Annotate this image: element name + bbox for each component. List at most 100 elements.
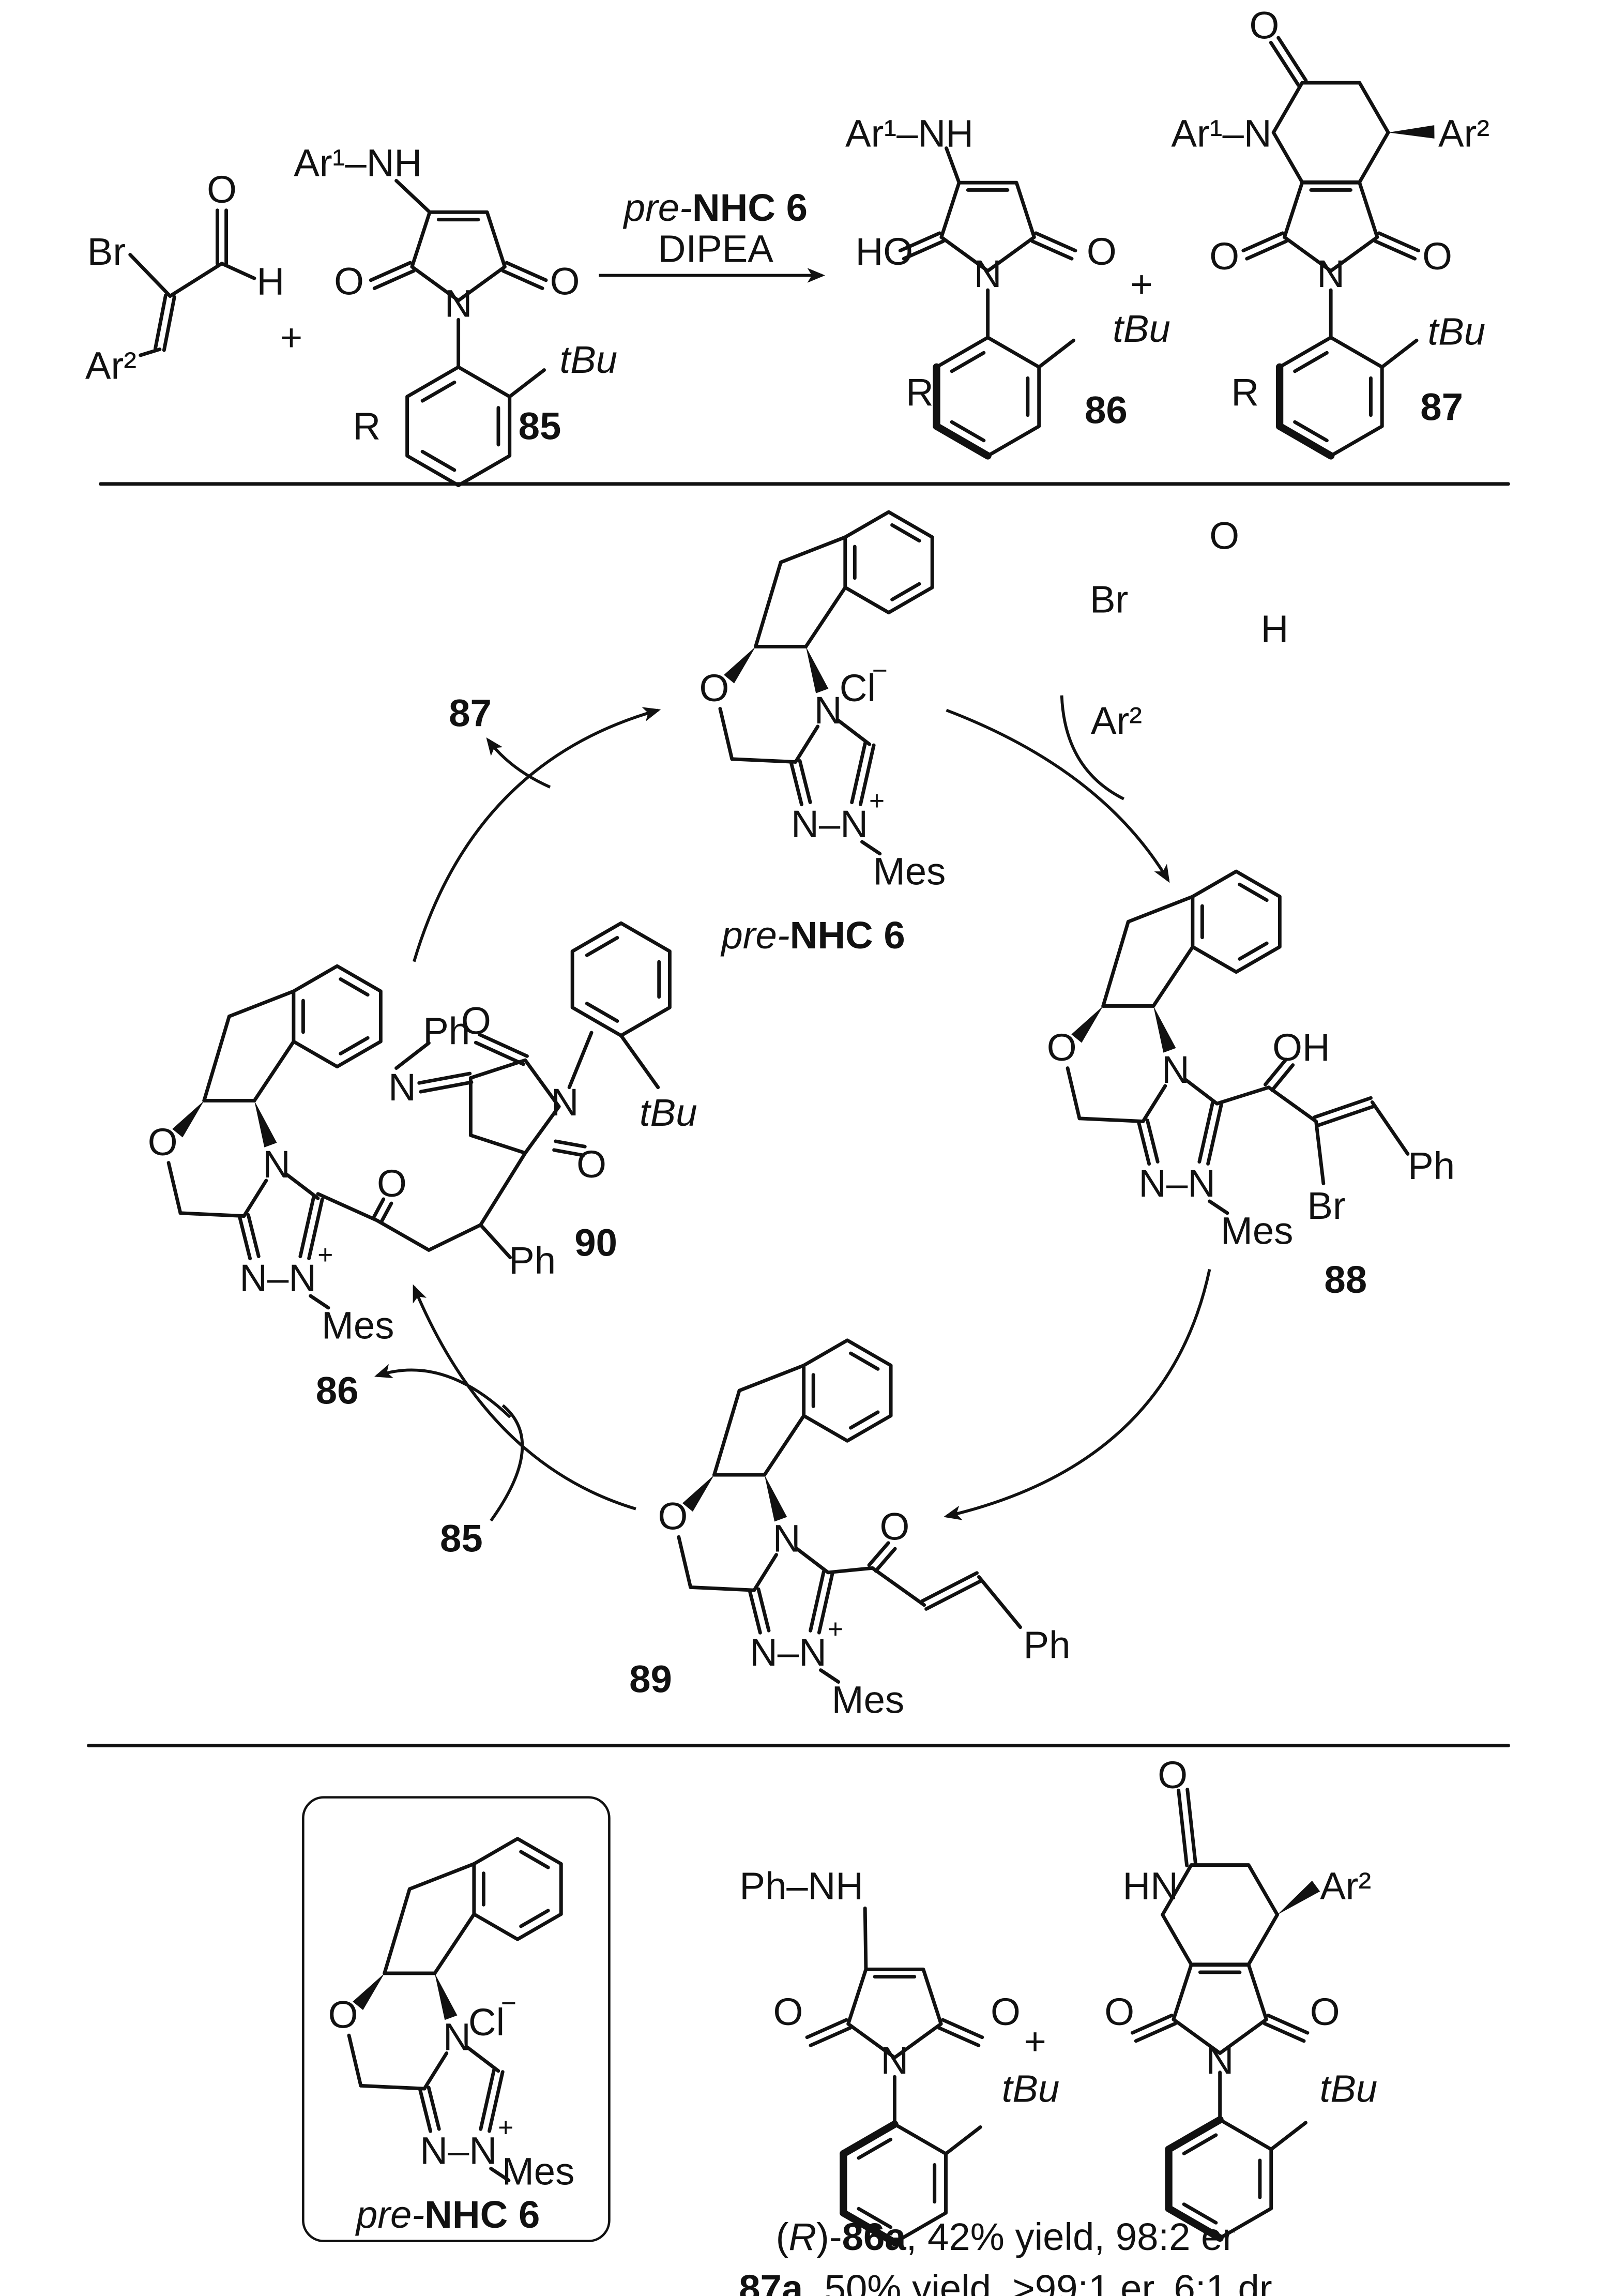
bond: [779, 535, 847, 564]
atom-label: O: [550, 260, 580, 303]
ring: [1271, 81, 1390, 184]
atom-label: Br: [1307, 1184, 1345, 1227]
atom-label: O: [461, 1000, 491, 1043]
wedge-bond: [434, 1973, 458, 2020]
bond: [465, 2045, 500, 2073]
ring: [410, 210, 507, 303]
atom-label: Ar¹–NH: [845, 112, 974, 155]
atom-label: Mes: [1221, 1210, 1293, 1252]
atom-label: OH: [1272, 1026, 1330, 1069]
bond: [1034, 231, 1077, 253]
bond: [369, 261, 412, 282]
wedge-bond: [1388, 125, 1435, 139]
bond: [383, 1887, 412, 1975]
bond: [860, 840, 882, 856]
bond: [1177, 1788, 1189, 1867]
atom-label: tBu: [1320, 2067, 1378, 2110]
bond: [1267, 1085, 1318, 1123]
bond: [937, 2026, 981, 2047]
atom-label: R: [906, 371, 934, 414]
caption-86a: (R)-86a, 42% yield, 98:2 er: [776, 2215, 1236, 2258]
atom-label: Ph: [509, 1239, 556, 1282]
compound-label: 88: [1324, 1258, 1367, 1301]
bond: [1145, 1119, 1160, 1164]
bond: [836, 718, 872, 746]
bond: [554, 1139, 587, 1149]
bond: [1185, 1787, 1198, 1867]
bond: [1066, 1066, 1082, 1121]
curved-arrow: [946, 708, 1170, 883]
bond: [418, 2088, 433, 2133]
bond: [1101, 919, 1130, 1008]
bond: [1182, 2202, 1218, 2225]
bond: [920, 1571, 979, 1603]
atom-label: R: [353, 405, 381, 448]
bond: [840, 2209, 899, 2246]
wedge-bond: [764, 1475, 787, 1522]
wedge-bond: [353, 1973, 385, 2011]
atom-label: Mes: [502, 2150, 574, 2193]
product-87a: O HN Ar² O O N tBu: [1104, 1754, 1377, 2110]
bond: [730, 757, 798, 764]
bond: [890, 523, 921, 543]
bond: [394, 1041, 431, 1070]
ring: [468, 1058, 561, 1155]
bond: [202, 1015, 231, 1102]
compound-label: 89: [629, 1657, 672, 1700]
compound-label: 90: [574, 1221, 617, 1264]
bond: [420, 449, 457, 472]
ring: [1161, 1863, 1280, 1967]
bond: [477, 1033, 529, 1058]
atom-label: O: [148, 1121, 178, 1164]
bond: [1238, 941, 1269, 961]
wedge-bond: [1153, 1006, 1176, 1053]
atom-label: O: [1422, 235, 1452, 278]
atom-label: Ar²: [1438, 112, 1489, 155]
catalyst-label: pre-NHC 6: [623, 186, 808, 229]
bond: [902, 239, 945, 261]
intermediate-90: O N N–N + Mes: [148, 964, 394, 1347]
ring: [802, 1338, 893, 1443]
bond: [763, 1414, 806, 1477]
bond: [1130, 2013, 1174, 2035]
charge: −: [501, 1988, 516, 2018]
ring: [570, 921, 672, 1038]
bond: [1263, 1058, 1288, 1086]
curved-arrow: [413, 707, 661, 962]
curved-arrow: [486, 737, 551, 789]
atom-label: Br: [87, 230, 126, 273]
atom-label: O: [879, 1505, 909, 1548]
bond: [479, 1151, 527, 1227]
bond: [417, 1071, 472, 1085]
bond: [826, 1566, 874, 1575]
base-label: DIPEA: [658, 228, 774, 270]
bond: [139, 348, 162, 357]
bond: [585, 1002, 619, 1023]
bond: [1208, 1199, 1229, 1215]
atom-label: tBu: [1002, 2067, 1060, 2110]
bond: [941, 2018, 984, 2040]
bond: [220, 262, 256, 280]
bond: [871, 1566, 926, 1607]
atom-label: O: [328, 1993, 358, 2036]
catalyst-label: pre-NHC 6: [355, 2193, 540, 2236]
wedge-bond: [172, 1100, 204, 1138]
bond: [489, 2167, 511, 2182]
bond: [1380, 338, 1419, 369]
bond: [166, 1161, 182, 1215]
bond: [677, 1535, 693, 1589]
bond: [347, 2033, 363, 2088]
ring: [843, 510, 934, 615]
bond: [252, 1039, 296, 1102]
bond: [1374, 239, 1417, 261]
wedge-bond: [805, 646, 829, 693]
bond: [585, 935, 619, 957]
bond: [372, 269, 416, 290]
bond: [789, 761, 803, 807]
bond: [316, 1192, 379, 1222]
bond: [394, 179, 432, 214]
bond: [857, 2207, 893, 2229]
charge: +: [828, 1614, 843, 1644]
ring: [472, 1837, 563, 1941]
atom-label: Mes: [873, 850, 946, 893]
